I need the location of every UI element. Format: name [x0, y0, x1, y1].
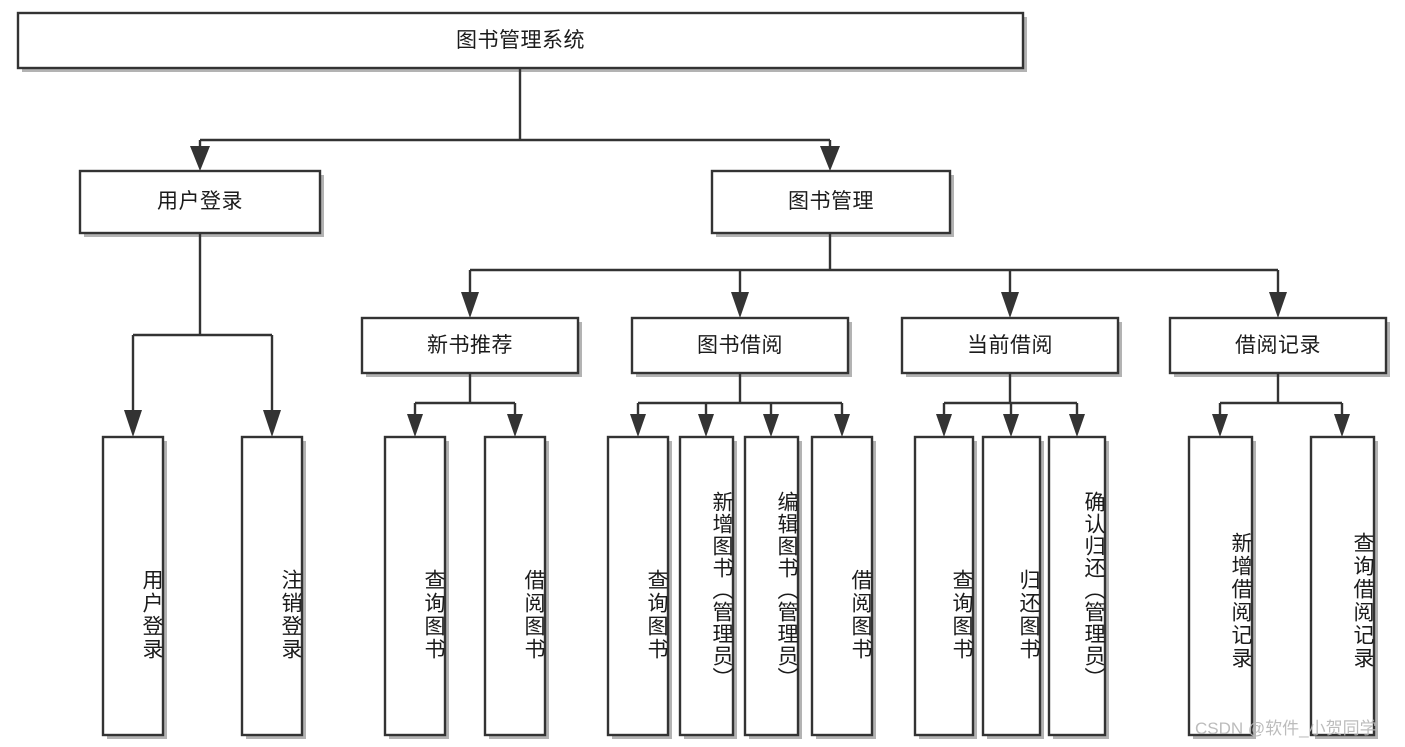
node-root[interactable] — [16, 11, 1025, 70]
arrowhead-current-borrow — [1001, 292, 1019, 318]
arrowhead-leaf-add-record — [1212, 414, 1228, 437]
box-layer — [16, 11, 1388, 737]
connector-root-to-level2 — [198, 68, 832, 155]
arrowhead-leaf-query-book-1 — [407, 414, 423, 437]
node-book-management[interactable] — [710, 169, 952, 235]
arrowhead-leaf-borrow-book-2 — [834, 414, 850, 437]
leaf-query-book-borrow[interactable] — [606, 435, 670, 737]
arrowhead-leaf-borrow-book-1 — [507, 414, 523, 437]
arrowhead-leaf-logout — [263, 410, 281, 437]
arrowhead-new-book-rec — [461, 292, 479, 318]
leaf-query-book-newbook[interactable] — [383, 435, 447, 737]
arrowhead-borrow-record — [1269, 292, 1287, 318]
leaf-confirm-return-admin[interactable] — [1047, 435, 1107, 737]
leaf-add-borrow-record[interactable] — [1187, 435, 1254, 737]
node-current-borrow[interactable] — [900, 316, 1120, 375]
connector-layer — [124, 68, 1350, 437]
leaf-query-book-current[interactable] — [913, 435, 975, 737]
leaf-query-borrow-record[interactable] — [1309, 435, 1376, 737]
arrowhead-leaf-confirm-return — [1069, 414, 1085, 437]
connector-bookmanage-bus — [468, 233, 1280, 296]
arrowhead-user-login — [190, 146, 210, 171]
node-borrow-record[interactable] — [1168, 316, 1388, 375]
arrowhead-book-manage — [820, 146, 840, 171]
arrowhead-book-borrow — [731, 292, 749, 318]
arrowhead-leaf-user-login — [124, 410, 142, 437]
connector-bookborrow-bus — [636, 373, 844, 418]
leaf-user-login[interactable] — [101, 435, 165, 737]
leaf-borrow-book-borrow[interactable] — [810, 435, 874, 737]
node-book-borrow[interactable] — [630, 316, 850, 375]
arrowhead-leaf-return-book — [1003, 414, 1019, 437]
connector-newbook-bus — [413, 373, 517, 418]
arrowhead-leaf-query-book-3 — [936, 414, 952, 437]
arrowhead-leaf-query-book-2 — [630, 414, 646, 437]
node-user-login[interactable] — [78, 169, 322, 235]
connector-userlogin-bus — [131, 233, 274, 414]
leaf-edit-book-admin[interactable] — [743, 435, 800, 737]
leaf-logout[interactable] — [240, 435, 304, 737]
leaf-borrow-book-newbook[interactable] — [483, 435, 547, 737]
arrowhead-leaf-add-book — [698, 414, 714, 437]
leaf-return-book[interactable] — [981, 435, 1042, 737]
arrowhead-leaf-query-record — [1334, 414, 1350, 437]
connector-currentborrow-bus — [942, 373, 1079, 418]
leaf-add-book-admin[interactable] — [678, 435, 735, 737]
connector-borrowrecord-bus — [1218, 373, 1344, 418]
node-new-book-recommend[interactable] — [360, 316, 580, 375]
arrowhead-leaf-edit-book — [763, 414, 779, 437]
